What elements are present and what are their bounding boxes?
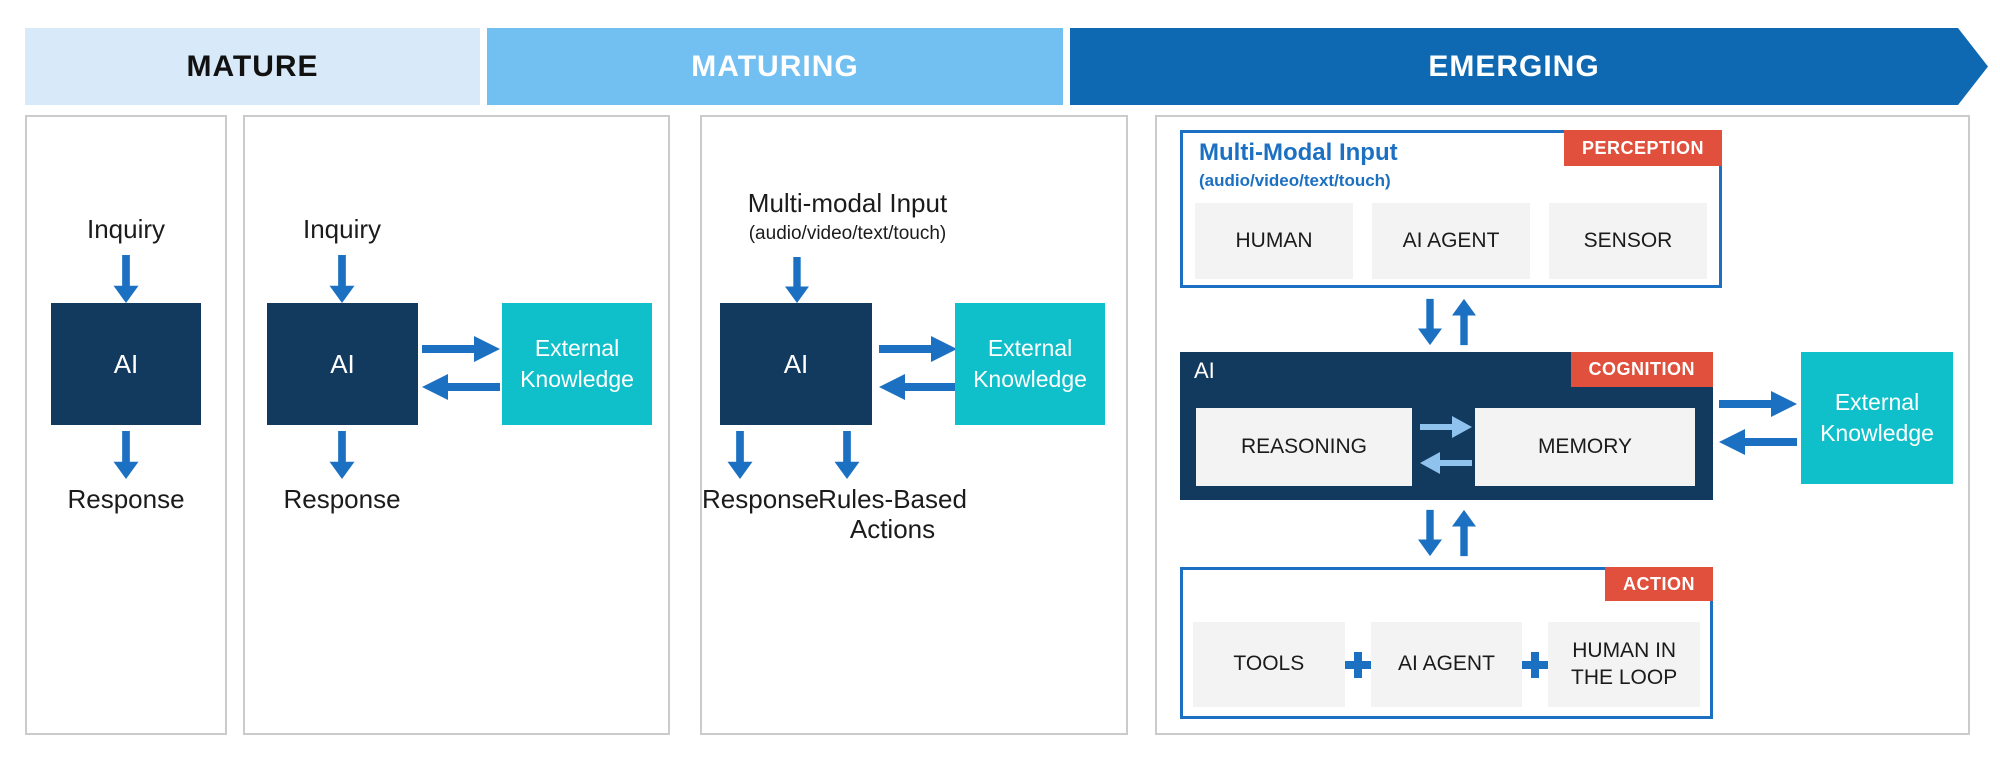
arrow-left-icon (1719, 429, 1797, 455)
action-item-human-in-the-loop: HUMAN IN THE LOOP (1548, 622, 1700, 707)
cognition-badge: COGNITION (1570, 352, 1713, 387)
arrow-down-icon (113, 255, 139, 303)
ai-label: AI (113, 348, 139, 379)
ai-box: AI (51, 303, 201, 425)
ai-box: AI (267, 303, 418, 425)
arrow-right-icon (1420, 416, 1472, 438)
reasoning-box: REASONING (1196, 408, 1412, 486)
banner-mature: MATURE (25, 28, 480, 105)
perception-items: HUMAN AI AGENT SENSOR (1195, 203, 1707, 279)
external-knowledge-box: External Knowledge (1801, 352, 1953, 484)
input-label: Inquiry (86, 214, 166, 244)
actions-label: Rules-Based Actions (818, 484, 967, 544)
arrow-down-icon (785, 257, 809, 303)
arrow-up-icon (1452, 509, 1476, 557)
panel-maturing: Inquiry AI External Knowledge Response (243, 115, 670, 735)
perception-badge: PERCEPTION (1563, 130, 1722, 166)
external-knowledge-box: External Knowledge (502, 303, 652, 425)
cognition-ai-label: AI (1194, 358, 1215, 383)
arrow-left-icon (879, 374, 957, 400)
panel-late-maturing: Multi-modal Input (audio/video/text/touc… (700, 115, 1128, 735)
arrow-down-icon (113, 431, 139, 479)
action-items: TOOLS AI AGENT HUMAN IN THE LOOP (1193, 622, 1700, 707)
banner-emerging: EMERGING (1070, 28, 1988, 105)
perception-item-human: HUMAN (1195, 203, 1353, 279)
memory-box: MEMORY (1475, 408, 1695, 486)
arrow-down-icon (329, 431, 355, 479)
banner-maturing-label: MATURING (691, 49, 859, 83)
arrow-down-icon (1418, 509, 1442, 557)
arrow-left-icon (1420, 452, 1472, 474)
arrow-right-icon (422, 336, 500, 362)
input-label: Inquiry (302, 214, 382, 244)
perception-item-ai-agent: AI AGENT (1372, 203, 1530, 279)
plus-icon (1344, 651, 1371, 678)
input-subtitle: (audio/video/text/touch) (748, 223, 947, 244)
banner-emerging-label: EMERGING (1428, 49, 1600, 83)
arrow-down-icon (834, 431, 860, 479)
ai-label: AI (330, 348, 355, 379)
arrow-left-icon (422, 374, 500, 400)
arrow-down-icon (1418, 298, 1442, 346)
perception-item-sensor: SENSOR (1549, 203, 1707, 279)
arrow-up-icon (1452, 298, 1476, 346)
arrow-down-icon (727, 431, 753, 479)
arrow-down-icon (329, 255, 355, 303)
banner-mature-label: MATURE (186, 49, 319, 83)
panel-mature: Inquiry AI Response (25, 115, 227, 735)
input-title: Multi-modal Input (747, 188, 948, 218)
plus-icon (1522, 651, 1549, 678)
output-label: Response (283, 484, 401, 514)
cognition-block: AI COGNITION REASONING MEMORY (1180, 352, 1713, 500)
ai-label: AI (783, 348, 809, 379)
action-item-tools: TOOLS (1193, 622, 1345, 707)
ai-box: AI (720, 303, 872, 425)
perception-subtitle: (audio/video/text/touch) (1199, 171, 1391, 190)
arrow-right-icon (879, 336, 957, 362)
panel-emerging: Multi-Modal Input (audio/video/text/touc… (1155, 115, 1970, 735)
banner-maturing: MATURING (487, 28, 1063, 105)
action-badge: ACTION (1605, 567, 1713, 601)
action-frame: ACTION TOOLS AI AGENT HUMAN IN THE LOOP (1180, 567, 1713, 719)
arrow-right-icon (1719, 391, 1797, 417)
output-label: Response (67, 484, 185, 514)
output-label: Response (702, 484, 820, 514)
action-item-ai-agent: AI AGENT (1370, 622, 1523, 707)
perception-frame: Multi-Modal Input (audio/video/text/touc… (1180, 130, 1722, 288)
perception-title: Multi-Modal Input (1199, 139, 1398, 166)
external-knowledge-box: External Knowledge (955, 303, 1105, 425)
